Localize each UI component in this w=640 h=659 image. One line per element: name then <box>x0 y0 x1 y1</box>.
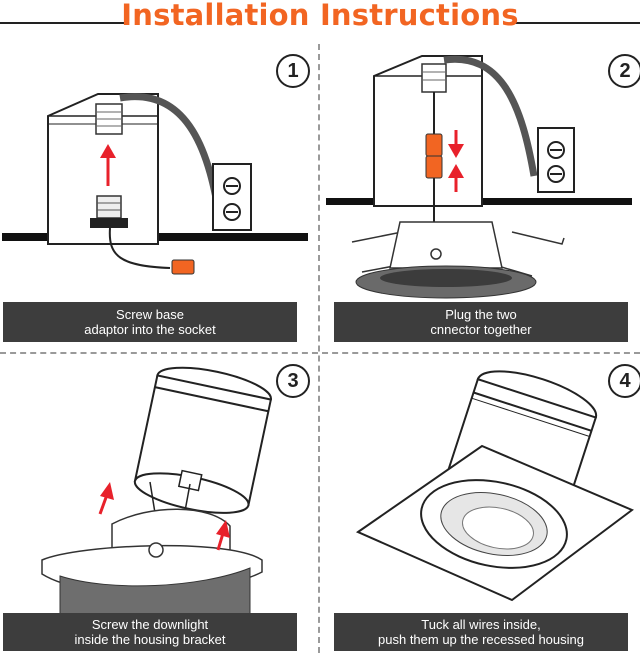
step-4-caption: Tuck all wires inside, push them up the … <box>334 613 628 651</box>
step-2-panel: 2 Plug the two cnnector together <box>322 46 640 351</box>
step-4-panel: 4 Tuck all wires inside, push them up th… <box>322 354 640 659</box>
header: Installation Instructions <box>0 0 640 44</box>
vertical-divider <box>318 44 320 653</box>
step-3-panel: 3 Screw the downlight inside the housing… <box>0 354 318 659</box>
step-1-caption: Screw base adaptor into the socket <box>3 302 297 342</box>
arrow-up-icon <box>448 164 464 178</box>
adaptor-collar <box>90 218 128 228</box>
step-3-illustration <box>41 366 273 638</box>
step-2-illustration <box>326 55 632 299</box>
step-4-caption-line1: Tuck all wires inside, <box>421 617 541 632</box>
step-2-number: 2 <box>608 54 640 88</box>
wire-connector <box>171 259 195 275</box>
connector-bottom <box>425 155 443 179</box>
step-4-illustration <box>355 370 634 602</box>
arrow-up-icon-2 <box>216 520 230 538</box>
step-2-caption: Plug the two cnnector together <box>334 302 628 342</box>
housing-box <box>47 93 159 245</box>
step-1-caption-line2: adaptor into the socket <box>84 322 216 337</box>
step-1-panel: 1 Screw base adaptor into the socket <box>0 46 318 351</box>
horizontal-divider <box>0 352 640 354</box>
socket <box>421 63 447 93</box>
page-title: Installation Instructions <box>121 0 519 32</box>
spring-clip-right <box>511 231 565 245</box>
step-2-caption-line1: Plug the two <box>445 307 517 322</box>
arrow-down-icon <box>448 144 464 158</box>
arrow-up-icon <box>100 144 116 158</box>
step-3-caption-line1: Screw the downlight <box>91 617 209 632</box>
step-1-caption-line1: Screw base <box>116 307 184 322</box>
step-3-caption: Screw the downlight inside the housing b… <box>3 613 297 651</box>
step-1-illustration <box>2 93 308 275</box>
step-1-number: 1 <box>276 54 310 88</box>
step-2-caption-line2: cnnector together <box>430 322 532 337</box>
title-rule-right <box>514 22 640 24</box>
arrow-up-icon <box>100 482 114 500</box>
base-adaptor <box>96 195 122 219</box>
step-4-number: 4 <box>608 364 640 398</box>
conduit-cable <box>443 55 538 177</box>
title-rule-left <box>0 22 126 24</box>
step-3-number: 3 <box>276 364 310 398</box>
connector-top <box>425 133 443 157</box>
step-4-caption-line2: push them up the recessed housing <box>378 632 584 647</box>
downlight-body <box>389 221 503 269</box>
step-3-caption-line2: inside the housing bracket <box>74 632 226 647</box>
